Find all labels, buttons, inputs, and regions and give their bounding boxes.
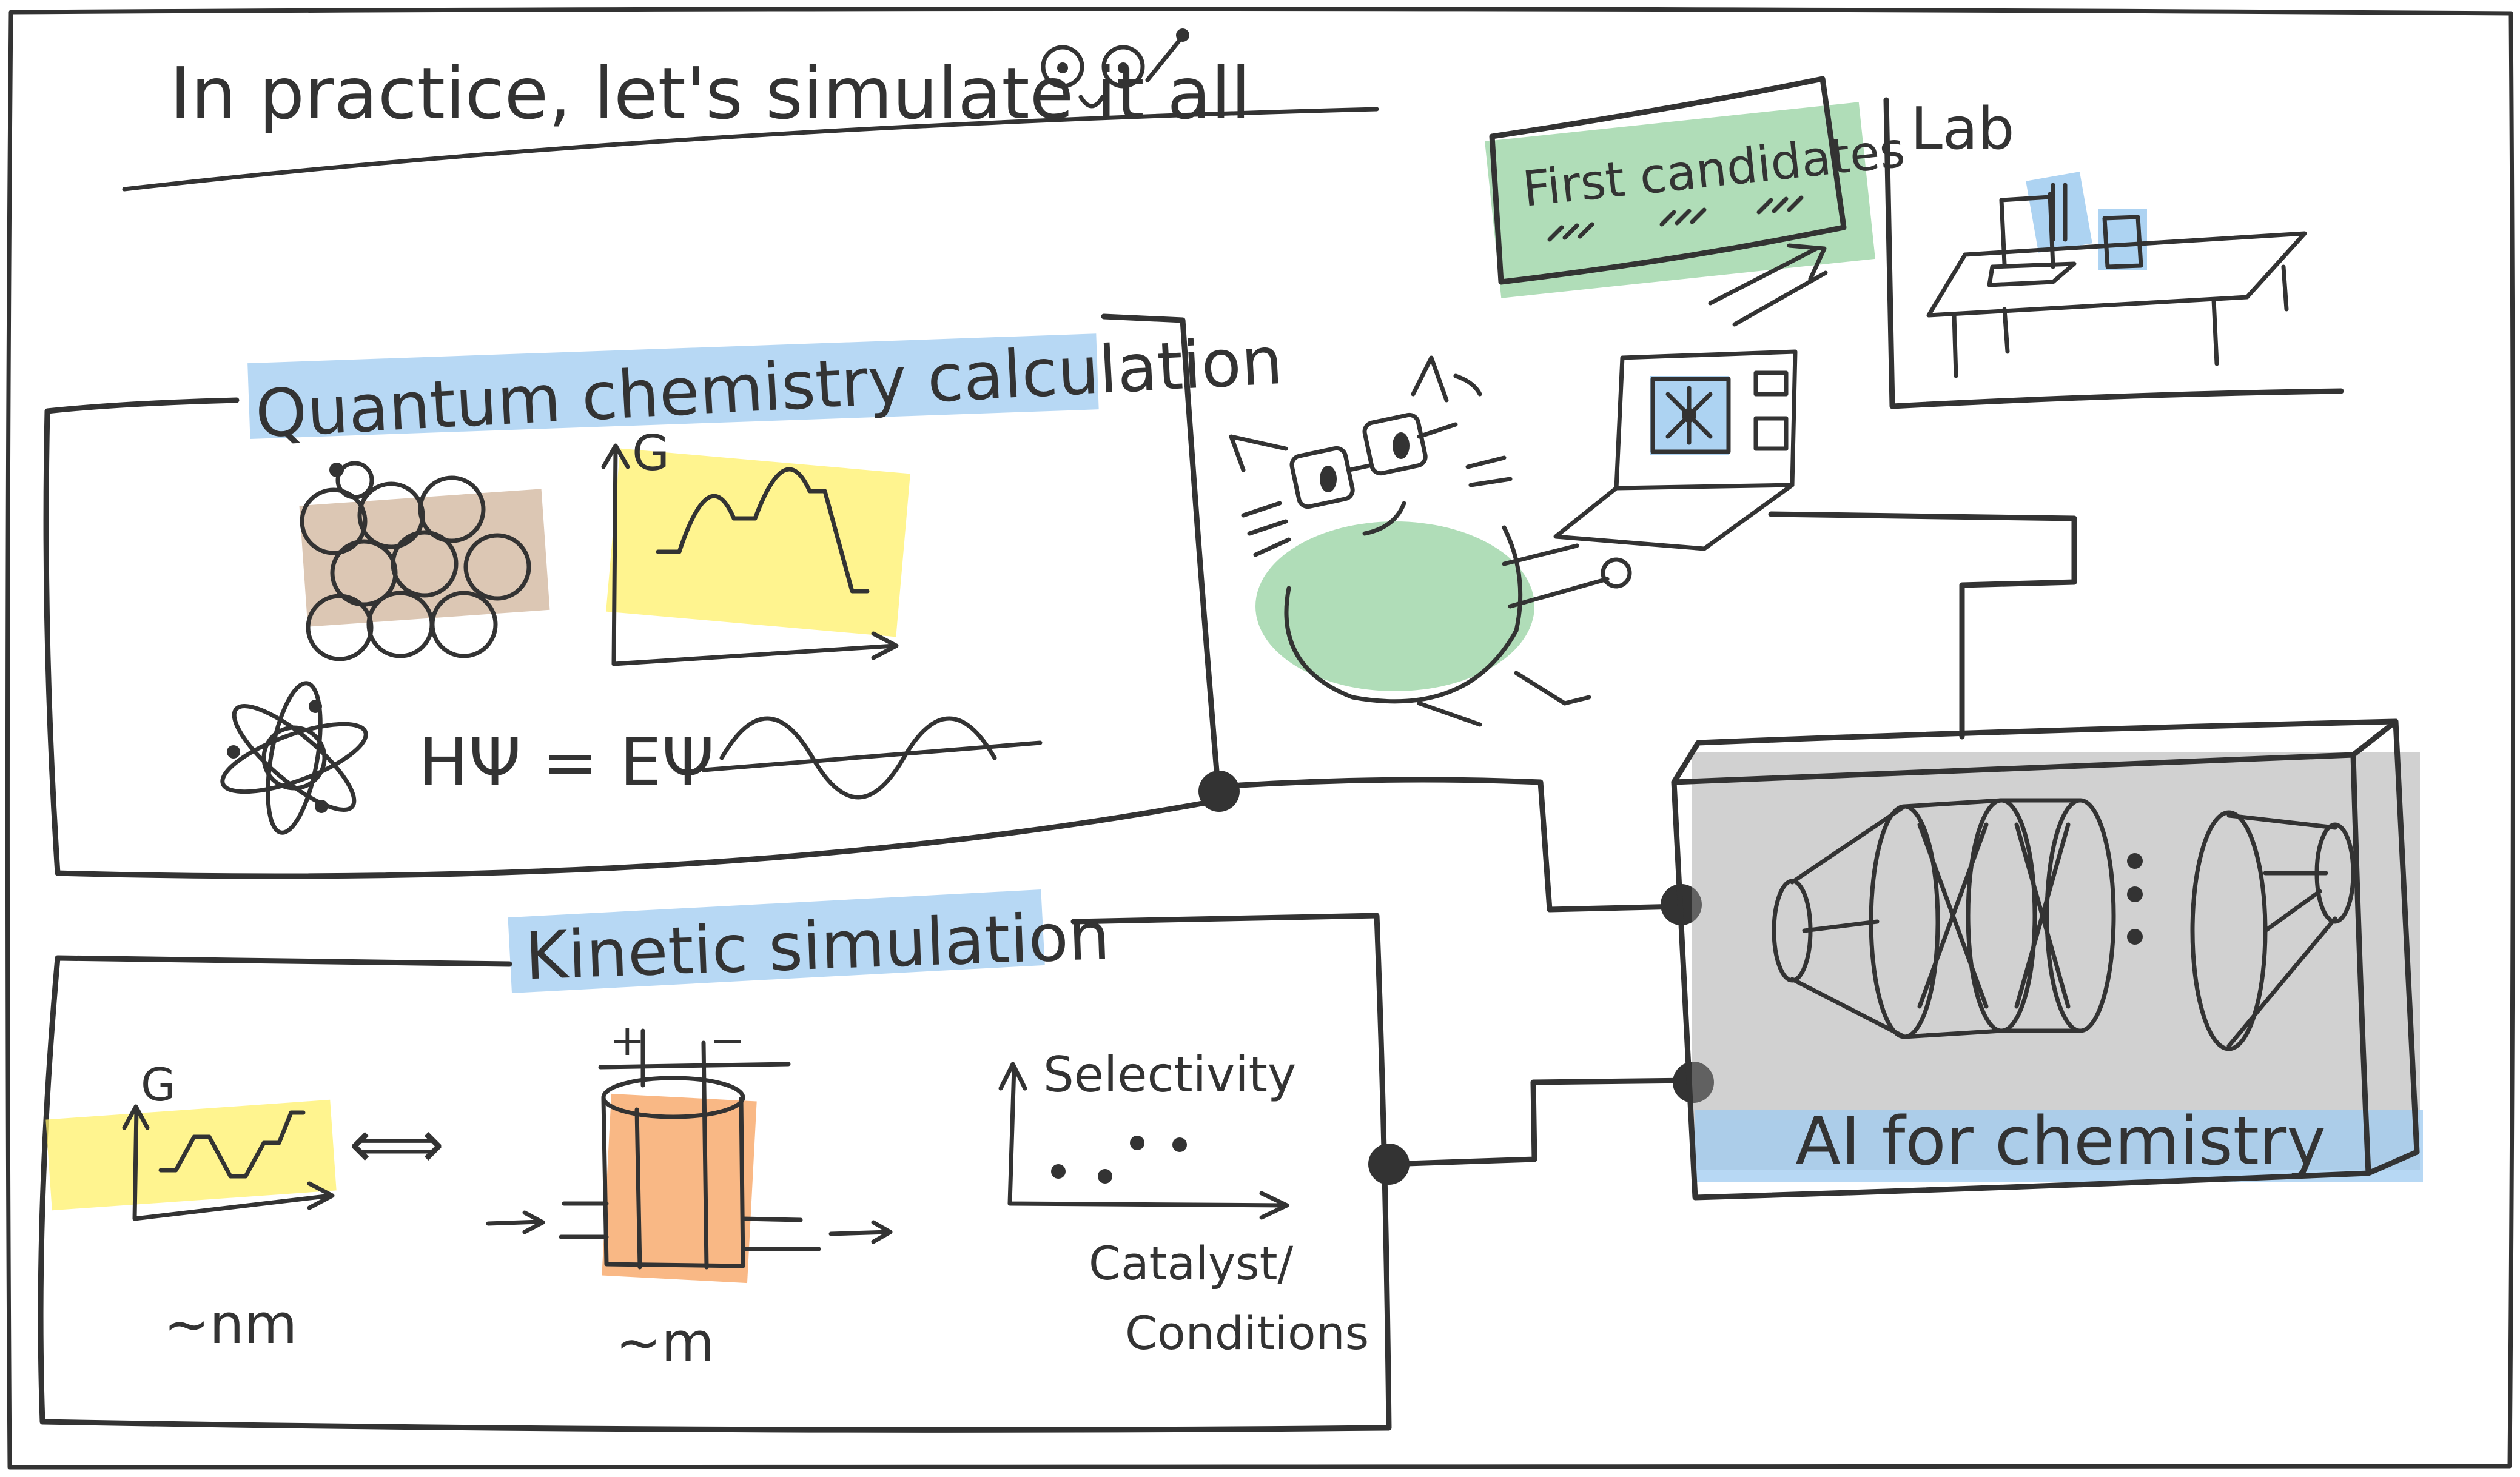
- selectivity-axes: [1007, 1065, 1288, 1208]
- selectivity-x-arrow: [1259, 1191, 1289, 1220]
- cat-legs: [1417, 671, 1591, 727]
- ai-box: AI for chemistry: [1671, 718, 2423, 1201]
- schrodinger-equation: HΨ = EΨ: [418, 723, 714, 801]
- cat-scientist-icon: [1229, 355, 1632, 727]
- quantum-title-highlight: [247, 333, 1099, 440]
- kinetic-axis-label: G: [141, 1058, 176, 1111]
- ai-label: AI for chemistry: [1795, 1102, 2326, 1180]
- ai-input-node-bottom: [1673, 1062, 1714, 1103]
- atom-icon: [220, 681, 368, 835]
- wave-baseline: [701, 740, 1043, 772]
- energy-axes: [611, 446, 897, 666]
- header: In practice, let's simulate it all: [122, 28, 1379, 192]
- lab-border: [1883, 97, 2344, 409]
- quantum-connector-node: [1198, 771, 1240, 812]
- cat-body-highlight: [1255, 521, 1534, 691]
- lab-area: Lab: [1883, 96, 2344, 409]
- kinetic-title-highlight: [508, 889, 1045, 993]
- selectivity-axis-label: Selectivity: [1043, 1047, 1296, 1103]
- connectors: [1198, 511, 2077, 1185]
- energy-profile: [656, 467, 870, 594]
- quantum-to-ai-connector: [1216, 777, 1683, 913]
- ai-box-front: [1671, 752, 2371, 1201]
- title-underline: [122, 107, 1379, 192]
- cat-body: [1284, 525, 1523, 704]
- reactor-icon: + −: [486, 1016, 893, 1284]
- scale-m-label: ~m: [616, 1311, 714, 1375]
- laptop-icon: [1553, 349, 1798, 551]
- energy-x-arrow: [871, 631, 899, 660]
- selectivity-x-label-line2: Conditions: [1125, 1306, 1369, 1360]
- ai-box-side: [2365, 718, 2420, 1176]
- scale-nm-label: ~nm: [164, 1293, 297, 1356]
- kinetic-to-ai-connector: [1386, 1077, 1695, 1167]
- energy-axis-label: G: [632, 425, 670, 481]
- candidates-arrow: [1708, 243, 1828, 327]
- selectivity-point: [1098, 1169, 1112, 1184]
- kinetic-axes: [132, 1107, 333, 1221]
- kinetic-x-arrow: [307, 1181, 335, 1210]
- selectivity-point: [1172, 1137, 1187, 1152]
- cat-smile: [1362, 501, 1406, 536]
- candidates-highlight: [1485, 102, 1875, 298]
- ai-label-highlight: [1695, 1110, 2423, 1182]
- wave-function-icon: [719, 716, 997, 800]
- cat-ear-right: [1411, 355, 1449, 403]
- kinetic-profile: [158, 1110, 306, 1179]
- cat-glasses-right: [1362, 412, 1428, 476]
- kinetic-y-arrow: [122, 1104, 150, 1130]
- selectivity-plot: Selectivity Catalyst/ Conditions: [998, 1047, 1369, 1360]
- kinetic-connector-node: [1368, 1144, 1410, 1185]
- kinetic-double-arrow: ⟺: [349, 1105, 445, 1183]
- candidates-screen: First candidates: [1485, 76, 1907, 327]
- energy-diagram: G: [601, 425, 910, 666]
- candidates-border: [1489, 76, 1847, 285]
- cat-arm: [1502, 543, 1610, 609]
- cat-ear-left: [1229, 434, 1288, 472]
- selectivity-x-label-line1: Catalyst/: [1089, 1236, 1293, 1290]
- kinetic-panel: Kinetic simulation G ⟺: [38, 889, 1392, 1433]
- energy-y-arrow: [601, 443, 630, 469]
- catalyst-surface-icon: [299, 461, 550, 661]
- reactor-plus-label: +: [610, 1016, 645, 1065]
- selectivity-point: [1130, 1136, 1144, 1150]
- smiley-face-icon: [1041, 28, 1189, 109]
- lab-label: Lab: [1910, 96, 2014, 162]
- ai-to-laptop-connector: [1768, 511, 2077, 740]
- selectivity-y-arrow: [998, 1062, 1027, 1091]
- lab-bench-icon: [1926, 172, 2307, 378]
- neural-network-icon: [1772, 798, 2356, 1051]
- reactor-minus-label: −: [710, 1016, 745, 1065]
- kinetic-energy-diagram: G: [45, 1058, 337, 1221]
- ai-box-top: [1671, 718, 2399, 785]
- page-title: In practice, let's simulate it all: [170, 52, 1251, 135]
- kinetic-panel-border: [38, 913, 1392, 1433]
- quantum-panel: Quantum chemistry calculation G: [43, 313, 1285, 879]
- quantum-panel-title: Quantum chemistry calculation: [254, 323, 1285, 453]
- outer-frame: [5, 6, 2516, 1472]
- selectivity-point: [1051, 1164, 1066, 1179]
- quantum-panel-border: [43, 313, 1222, 879]
